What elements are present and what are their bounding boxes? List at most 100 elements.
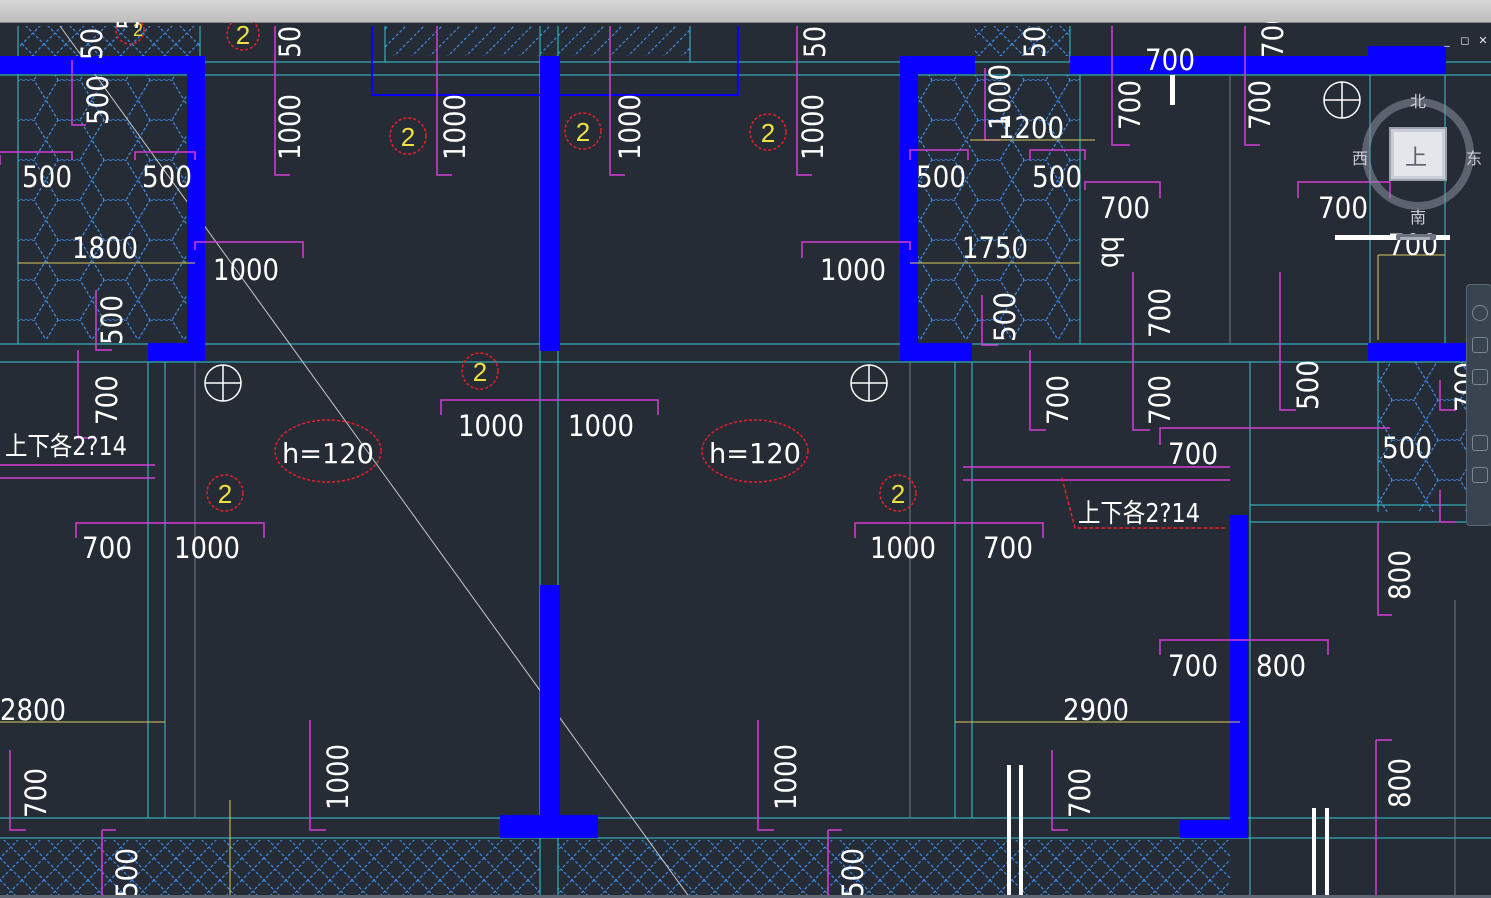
rebar-bracket: [1111, 26, 1130, 146]
viewcube-graphic: [1362, 98, 1474, 240]
rebar-bracket: [77, 350, 94, 439]
white-mark: [1335, 235, 1450, 240]
rebar-bracket: [1439, 490, 1456, 523]
wall-segment: [500, 815, 598, 838]
column-marker: [204, 364, 242, 402]
dimension-label: 500: [916, 160, 966, 194]
dimension-label: 800: [1383, 758, 1417, 808]
dimension-lines: [0, 139, 1445, 898]
slab-height-tag: h=120: [274, 419, 382, 483]
compass-west-label[interactable]: 西: [1352, 149, 1369, 168]
rebar-bracket: [1051, 750, 1068, 831]
rebar-bracket: [1029, 149, 1086, 160]
orbit-icon[interactable]: [1472, 435, 1488, 451]
wall-segment: [900, 56, 918, 361]
white-mark: [1170, 75, 1175, 105]
walls: [0, 46, 1491, 838]
rebar-bracket: [1439, 380, 1456, 411]
rebar-bracket: [854, 522, 1044, 538]
rebar-bracket: [1084, 181, 1161, 198]
pan-icon[interactable]: [1472, 337, 1488, 353]
section-mark-label: 2: [891, 479, 905, 509]
wall-segment: [1368, 343, 1491, 361]
hatch-top-right: [975, 26, 1070, 56]
wall-segment: [0, 56, 205, 74]
hatch-bottom-left: [0, 840, 540, 898]
dimension-label: 50: [273, 26, 307, 58]
dimension-label: 1000: [174, 531, 240, 565]
wall-segment: [540, 585, 560, 820]
zoom-icon[interactable]: [1472, 369, 1488, 385]
hatch-room-left: [18, 75, 188, 340]
rebar-bracket: [9, 750, 26, 831]
dimension-label: 500: [22, 160, 72, 194]
dimension-label: 1000: [273, 94, 307, 160]
dimension-label: 1000: [870, 531, 936, 565]
dimension-label: 700: [1100, 191, 1150, 225]
dimension-label: 50: [111, 22, 145, 30]
dimension-label: 500: [95, 295, 129, 345]
dimension-label: 1000: [796, 94, 830, 160]
dimension-label: 1000: [213, 253, 279, 287]
dimension-label: 500: [836, 848, 870, 898]
dimension-label: 700: [19, 768, 53, 818]
rebar-brackets: [0, 26, 1456, 898]
section-mark-label: 2: [133, 22, 143, 40]
dimension-label: 500: [142, 160, 192, 194]
navigation-bar: [1466, 284, 1491, 526]
section-mark-label: 2: [236, 22, 250, 50]
slab-height-tags: h=120 h=120: [274, 419, 809, 483]
rebar-note: 上下各2?14: [1078, 499, 1200, 529]
drawing-window-controls: _ ◻ ✕: [1441, 33, 1489, 49]
wall-segment: [900, 56, 975, 74]
dimension-label: 1000: [438, 94, 472, 160]
dimension-label: 700: [1256, 22, 1290, 58]
dimension-label: 50: [798, 26, 832, 58]
wall-segment: [900, 343, 972, 361]
full-navigation-wheel-icon[interactable]: [1472, 305, 1488, 321]
rebar-bracket: [1279, 272, 1296, 411]
white-mark: [1007, 765, 1011, 898]
dimension-label: 1000: [321, 744, 355, 810]
close-button[interactable]: ✕: [1478, 34, 1488, 47]
dimension-label: 700: [1041, 375, 1075, 425]
dimension-label: 2900: [1063, 693, 1129, 727]
rebar-bracket: [609, 26, 625, 176]
dimension-label: 500: [1032, 160, 1082, 194]
section-mark-label: 2: [473, 357, 487, 387]
minimize-button[interactable]: _: [1444, 34, 1450, 47]
window-title-bar: [0, 0, 1491, 23]
rebar-bracket: [1297, 181, 1391, 198]
dimension-label: 1000: [458, 409, 524, 443]
rebar-line: [963, 466, 1230, 481]
dimension-label: 2800: [0, 693, 66, 727]
rebar-bracket: [194, 241, 304, 258]
dimension-label: 1000: [983, 64, 1017, 130]
dimension-label: 700: [1113, 80, 1147, 130]
compass-south-label[interactable]: 南: [1410, 208, 1427, 227]
rebar-bracket: [827, 829, 842, 898]
compass-east-label[interactable]: 东: [1466, 149, 1483, 168]
section-mark-label: 2: [401, 122, 415, 152]
rebar-bracket: [1377, 522, 1392, 616]
dimension-label: 1000: [613, 94, 647, 160]
wall-outlines: [371, 26, 739, 96]
section-marker: 2: [564, 112, 602, 150]
restore-button[interactable]: ◻: [1460, 34, 1470, 47]
column-markers: [204, 81, 1361, 402]
showmotion-icon[interactable]: [1472, 467, 1488, 483]
dimension-label: qq: [1091, 236, 1125, 268]
viewcube-navigator[interactable]: 北 南 西 东 上: [1352, 82, 1485, 242]
rebar-bracket: [909, 149, 969, 160]
dimension-label: 500: [1291, 360, 1325, 410]
viewcube-menu-bar[interactable]: [1394, 232, 1434, 240]
dimension-label: 700: [1143, 375, 1177, 425]
dimension-label: 1750: [962, 231, 1028, 265]
hatch-top-left: [20, 26, 200, 56]
viewcube-face-top[interactable]: 上: [1405, 146, 1428, 171]
compass-north-label[interactable]: 北: [1410, 92, 1427, 111]
section-marker: 2: [389, 117, 427, 155]
